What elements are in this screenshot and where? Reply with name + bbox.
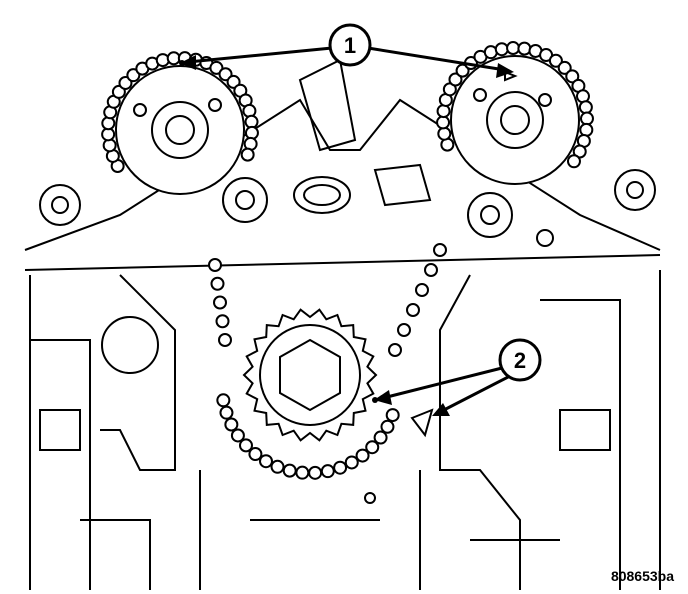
chain-link	[365, 440, 380, 455]
chain-link	[248, 447, 263, 462]
chain-link	[320, 464, 335, 479]
crankshaft-sprocket	[242, 308, 378, 442]
chain-link	[566, 154, 581, 169]
chain-link	[355, 448, 370, 463]
left-cam-sprocket	[115, 60, 245, 195]
callout-2: 2	[374, 338, 542, 416]
chain-link	[282, 463, 297, 478]
chain-link	[557, 60, 572, 75]
chain-link	[494, 42, 509, 57]
chain-link	[270, 459, 285, 474]
chain-link	[578, 100, 593, 115]
chain-link	[238, 438, 253, 453]
chain-link	[308, 465, 323, 480]
chain-link	[424, 263, 438, 277]
chain-link	[242, 103, 257, 118]
chain-link	[406, 303, 420, 317]
chain-link	[344, 455, 359, 470]
chain-link	[448, 72, 463, 87]
chain-link	[240, 147, 255, 162]
chain-link	[506, 41, 521, 56]
chain-link	[579, 122, 594, 137]
chain-link	[295, 465, 310, 480]
chain-link	[388, 343, 402, 357]
callout-number: 2	[514, 348, 526, 373]
chain-link	[210, 276, 225, 291]
chain-link	[436, 115, 451, 130]
chain-link	[565, 69, 580, 84]
chain-link	[385, 408, 400, 423]
callout-1: 1	[180, 23, 514, 78]
right-cam-sprocket	[450, 55, 580, 185]
chain-link	[218, 333, 232, 347]
chain-link	[579, 111, 594, 126]
chain-link	[216, 393, 231, 408]
chain-link	[517, 41, 532, 56]
chain-link	[415, 283, 429, 297]
chain-link	[437, 126, 452, 141]
timing-mark-block	[410, 408, 434, 438]
chain-link	[333, 460, 348, 475]
chain-link	[548, 53, 563, 68]
callout-number: 1	[344, 33, 356, 58]
chain-link	[219, 405, 234, 420]
timing-mark	[504, 70, 518, 82]
chain-link	[101, 116, 116, 131]
chain-link	[230, 428, 245, 443]
chain-link	[380, 419, 395, 434]
chain-link	[224, 417, 239, 432]
chain-link	[433, 243, 447, 257]
timing-chain	[101, 41, 594, 480]
engine-block	[24, 58, 661, 590]
chain-link	[373, 430, 388, 445]
chain-link	[259, 454, 273, 469]
figure-id: 808653ba	[610, 568, 674, 584]
chain-link	[436, 104, 451, 119]
chain-link	[208, 258, 222, 272]
chain-link	[397, 323, 411, 337]
chain-link	[213, 295, 227, 310]
chain-link	[215, 314, 230, 329]
